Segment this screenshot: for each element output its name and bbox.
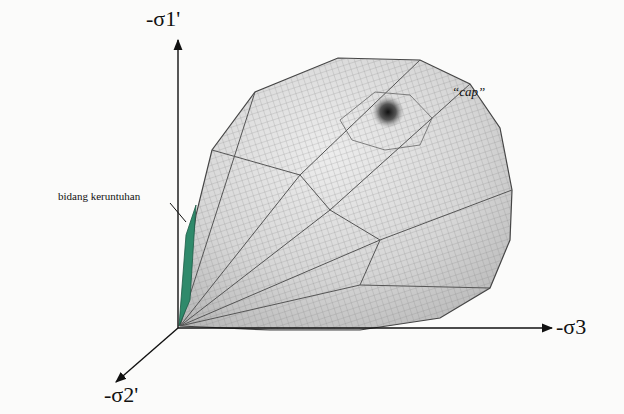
surface — [170, 50, 520, 340]
axis-label: -σ2' — [104, 382, 138, 408]
failure-plane — [179, 205, 196, 326]
axis-label: -σ3 — [556, 314, 586, 340]
axes — [116, 40, 552, 382]
leader-line — [170, 203, 186, 222]
cap-label: “cap” — [452, 84, 485, 100]
axis-label: -σ1' — [146, 6, 180, 32]
failure-plane-label: bidang keruntuhan — [58, 190, 140, 202]
